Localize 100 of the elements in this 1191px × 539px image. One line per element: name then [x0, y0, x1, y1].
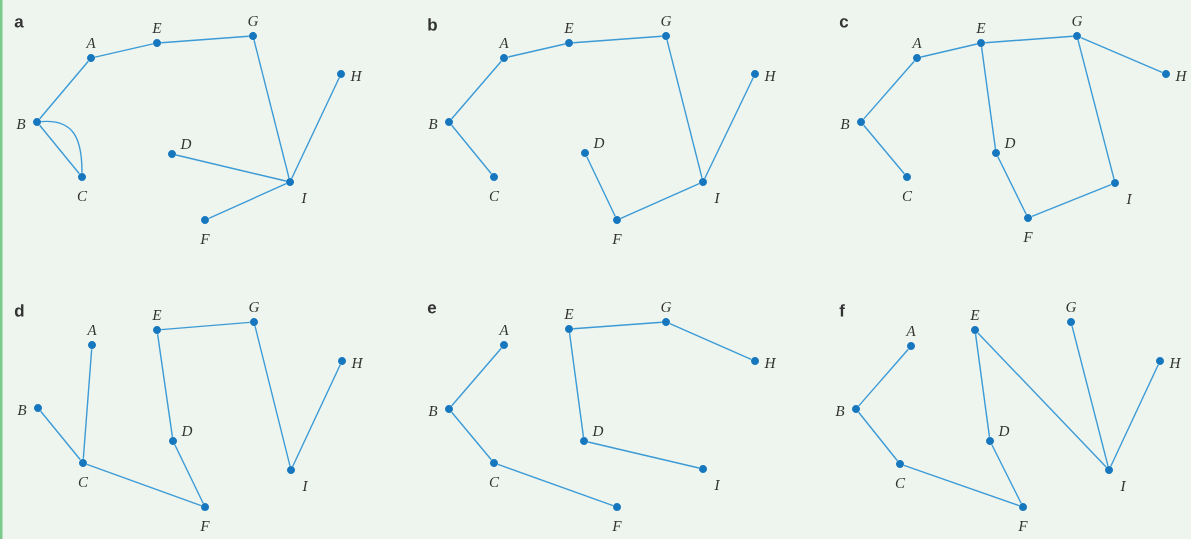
vertex-label: G	[248, 16, 259, 27]
vertex-label: A	[911, 38, 922, 48]
edge-line	[174, 444, 204, 504]
vertex-label: G	[1072, 16, 1083, 27]
edge-line	[666, 39, 703, 179]
vertex-label: E	[152, 23, 162, 33]
vertex-label: C	[489, 477, 500, 488]
edge-line	[977, 332, 1107, 468]
vertex-label: B	[840, 119, 850, 129]
vertex-label: B	[428, 119, 438, 129]
vertex-label: F	[1018, 521, 1028, 531]
vertex-label: F	[612, 521, 622, 531]
edge-line	[572, 35, 663, 44]
edge-line	[208, 183, 287, 219]
vertex-label: D	[592, 426, 604, 436]
vertex-label: I	[302, 481, 309, 491]
edge-line	[620, 183, 700, 219]
edge-line	[497, 463, 614, 507]
panel-letter: f	[839, 304, 845, 317]
edge-line	[451, 347, 502, 407]
edge-line	[39, 410, 82, 461]
edge-line	[160, 35, 250, 44]
edge-line	[175, 154, 287, 182]
vertex-label: A	[498, 325, 509, 335]
edge-line	[253, 39, 290, 179]
panel-letter: d	[14, 304, 24, 317]
vertex-label: H	[350, 71, 363, 81]
vertex-label: B	[835, 406, 845, 416]
panel-letter: c	[839, 18, 849, 28]
vertex-label: I	[1126, 194, 1133, 204]
vertex-label: E	[152, 310, 162, 320]
panel-letter: b	[428, 18, 437, 31]
vertex-label: G	[1066, 302, 1077, 313]
vertex-label: D	[180, 139, 192, 149]
edge-line	[160, 321, 251, 331]
vertex-label: B	[16, 119, 26, 129]
vertex-label: H	[764, 71, 777, 81]
vertex-label: A	[498, 38, 509, 48]
edge-line	[94, 43, 154, 58]
edge-line	[86, 463, 202, 507]
edge-line	[1031, 183, 1112, 218]
edge-line	[997, 156, 1027, 215]
vertex-label: C	[489, 190, 500, 202]
edge-line	[291, 77, 340, 179]
edge-line	[587, 441, 700, 469]
vertex-label: D	[1004, 138, 1016, 148]
edge-line	[156, 333, 174, 438]
edge-line	[451, 60, 502, 120]
vertex-label: C	[895, 478, 906, 489]
vertex-label: I	[714, 480, 721, 490]
vertex-label: G	[661, 16, 672, 27]
vertex-label: F	[200, 521, 210, 531]
vertex-label: I	[301, 193, 308, 203]
edge-line	[863, 60, 915, 120]
edge-line	[82, 348, 93, 460]
vertex-label: D	[593, 138, 605, 148]
edge-line	[920, 43, 978, 58]
edge-line	[451, 411, 492, 461]
edge-line	[974, 333, 991, 438]
edge-line	[450, 124, 493, 175]
edge-line	[1110, 364, 1159, 467]
vertex-label: G	[249, 302, 260, 313]
vertex-label: D	[181, 426, 193, 436]
vertex-label: E	[564, 309, 574, 319]
vertex-label: H	[351, 358, 364, 368]
vertex-label: E	[976, 23, 986, 33]
edge-line	[572, 321, 663, 330]
edge-line	[991, 444, 1022, 504]
vertex-label: I	[1120, 481, 1127, 491]
vertex-label: A	[905, 326, 916, 336]
vertex-label: H	[1169, 358, 1182, 368]
vertex-label: E	[564, 23, 574, 33]
edge-line	[1071, 325, 1109, 467]
edge-line	[1080, 36, 1163, 74]
vertex-label: D	[998, 426, 1010, 436]
vertex-label: C	[902, 190, 913, 202]
vertex-label: I	[714, 193, 721, 203]
vertex-label: F	[1023, 232, 1033, 242]
vertex-label: E	[970, 310, 980, 320]
edge-line	[858, 348, 909, 407]
vertex-label: B	[428, 406, 438, 416]
vertex-label: G	[661, 302, 672, 313]
edge-line	[669, 323, 752, 360]
edge-line	[292, 364, 341, 467]
edge-line	[857, 411, 899, 462]
edge-line	[903, 464, 1020, 507]
vertex-label: B	[17, 405, 27, 415]
panel-letter: e	[427, 304, 437, 314]
edge-line	[980, 46, 997, 150]
edge-line	[863, 124, 905, 175]
vertex-label: F	[200, 234, 210, 244]
vertex-label: C	[78, 477, 89, 488]
edge-line	[39, 60, 89, 120]
edge-line	[254, 325, 291, 467]
vertex-label: C	[77, 190, 88, 202]
panel-letter: a	[14, 18, 24, 28]
edge-line	[984, 35, 1074, 44]
vertex-label: H	[764, 358, 777, 368]
edge-line	[568, 332, 585, 438]
vertex-label: F	[612, 234, 622, 244]
